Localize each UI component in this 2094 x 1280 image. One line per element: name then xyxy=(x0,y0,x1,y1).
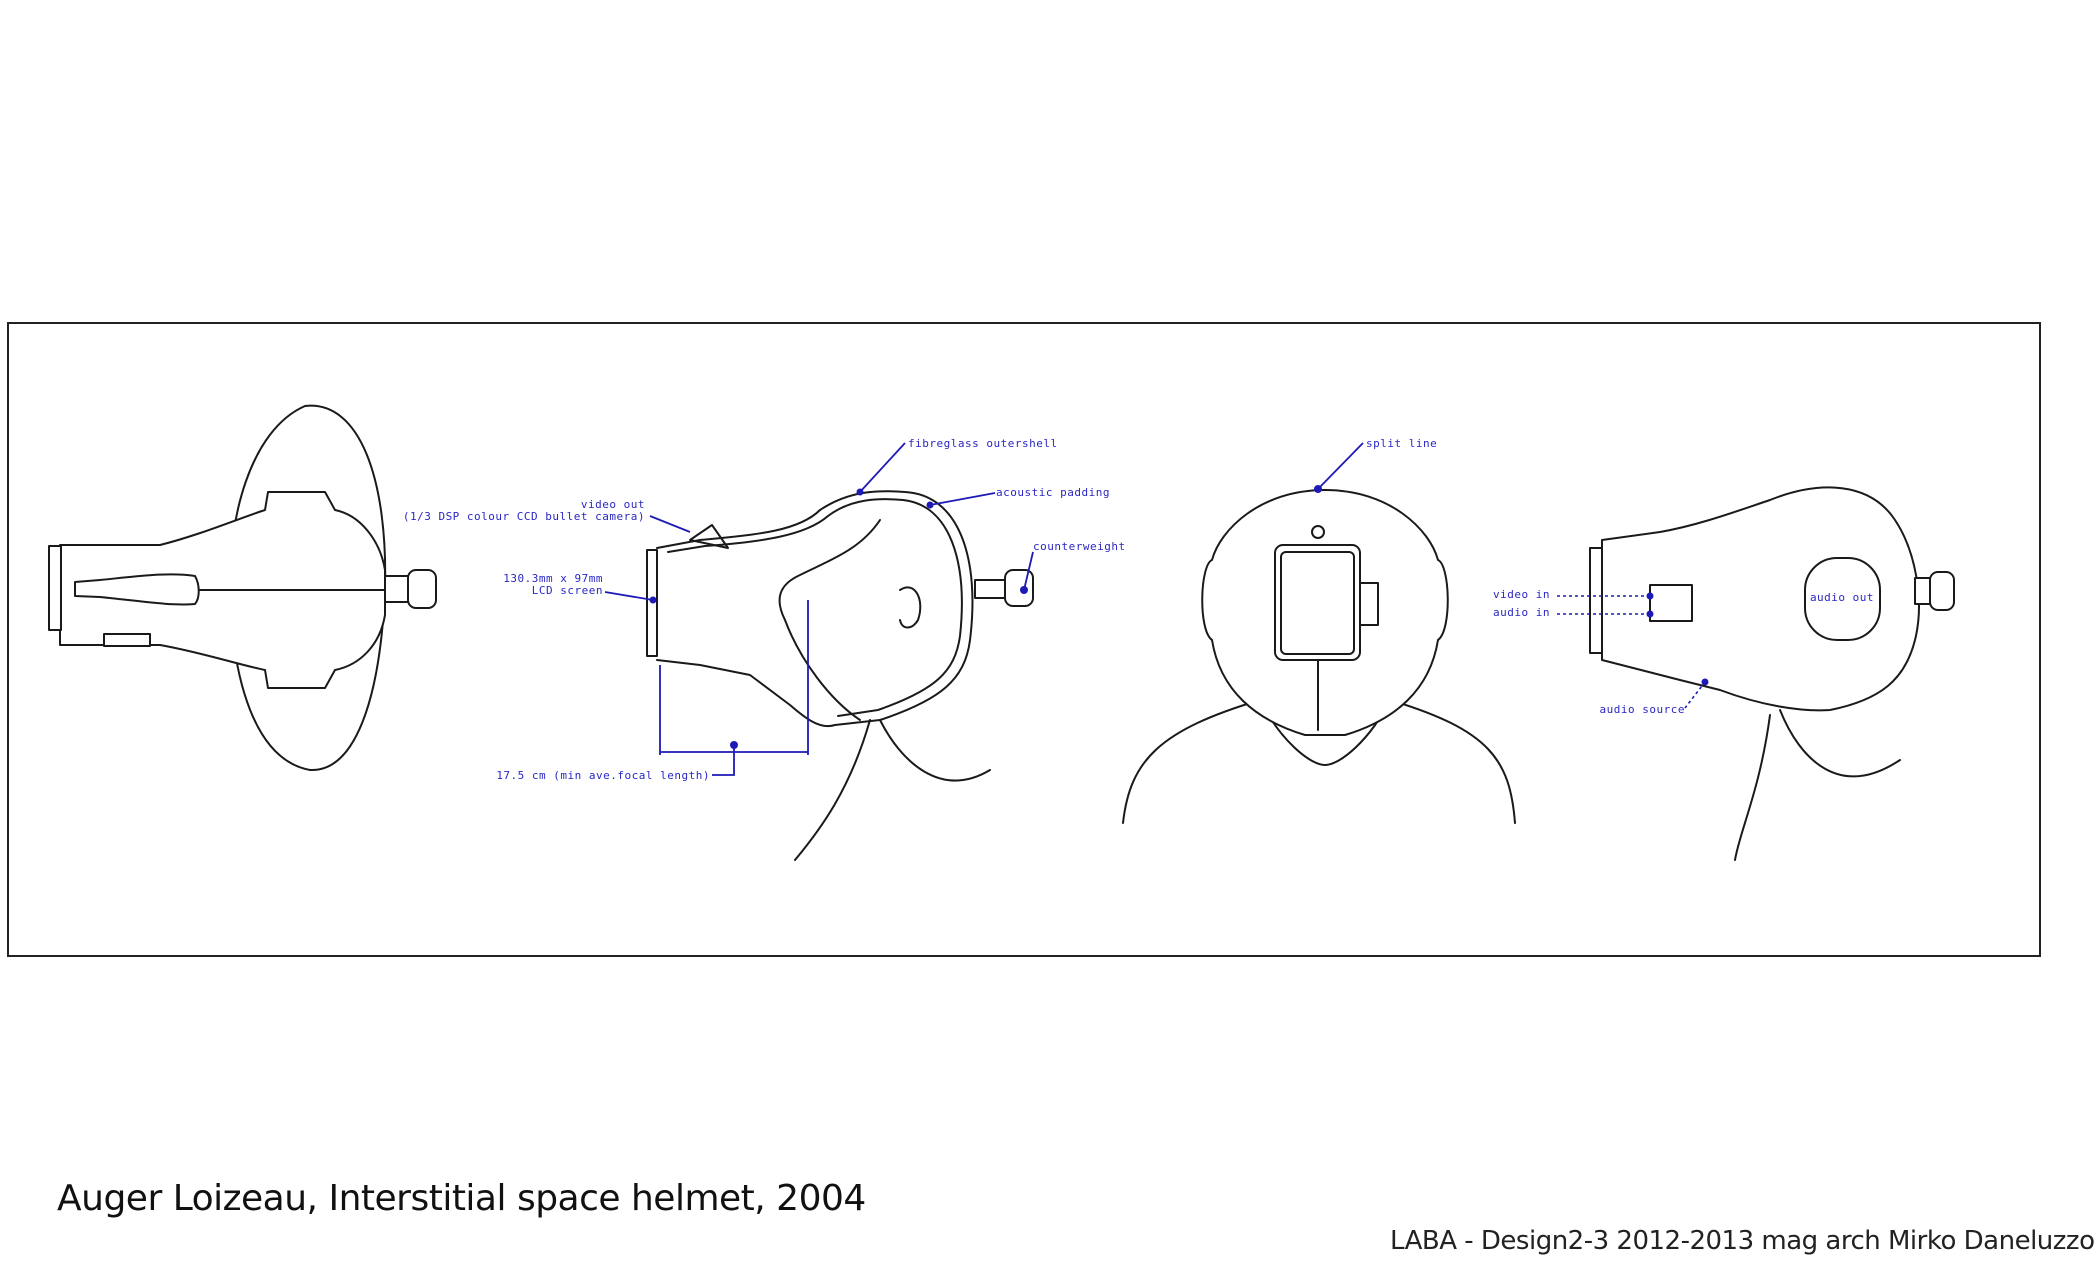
label-focal: 17.5 cm (min ave.focal length) xyxy=(496,769,710,782)
front-port xyxy=(1359,582,1379,626)
fibreglass-leader xyxy=(859,442,906,493)
label-lcd: LCD screen xyxy=(532,584,603,597)
camera-leader xyxy=(649,515,691,533)
label-audio-out: audio out xyxy=(1810,591,1874,604)
lcd-leader xyxy=(604,591,654,601)
dim-leader xyxy=(712,745,735,776)
rear-side-screen xyxy=(1589,547,1603,654)
label-counterweight: counterweight xyxy=(1033,540,1126,553)
side-ear xyxy=(899,586,922,629)
side-neck xyxy=(794,719,991,861)
credit: LABA - Design2-3 2012-2013 mag arch Mirk… xyxy=(1390,1226,2094,1256)
rear-side-connector xyxy=(1649,584,1693,622)
label-lcd-size: 130.3mm x 97mm xyxy=(503,572,603,585)
label-camera: (1/3 DSP colour CCD bullet camera) xyxy=(403,510,645,523)
side-camera xyxy=(689,524,729,549)
front-screen-frame xyxy=(1274,544,1361,661)
top-view-counterweight xyxy=(407,569,437,609)
split-leader xyxy=(1317,442,1364,490)
side-helmet-padding xyxy=(667,498,963,717)
label-fibreglass: fibreglass outershell xyxy=(908,437,1058,450)
acoustic-leader xyxy=(929,492,996,506)
top-view-screen xyxy=(48,545,62,631)
counterweight-leader xyxy=(1023,551,1034,591)
label-acoustic: acoustic padding xyxy=(996,486,1110,499)
label-audio-source: audio source xyxy=(1600,703,1685,716)
helmet-diagram: fibreglass outershell acoustic padding c… xyxy=(7,322,2041,957)
front-view xyxy=(1122,442,1516,824)
rear-side-counterweight xyxy=(1929,571,1955,611)
label-audio-in: audio in xyxy=(1493,606,1550,619)
side-head-face xyxy=(778,519,881,721)
side-counterweight xyxy=(1004,569,1034,607)
rear-side-speaker xyxy=(1804,557,1881,641)
front-camera xyxy=(1311,525,1325,539)
label-split: split line xyxy=(1366,437,1437,450)
label-video-in: video in xyxy=(1493,588,1550,601)
side-helmet-outer xyxy=(656,490,974,728)
rear-side-view xyxy=(1555,486,1955,861)
front-shoulders xyxy=(1122,699,1516,824)
top-view-camera xyxy=(74,573,200,606)
top-view-tab xyxy=(103,633,151,647)
front-screen xyxy=(1280,551,1355,655)
drawing-frame xyxy=(7,322,2041,957)
top-view xyxy=(48,404,437,772)
side-section-view xyxy=(604,442,1034,861)
caption: Auger Loizeau, Interstitial space helmet… xyxy=(57,1178,866,1219)
rear-side-neck xyxy=(1734,709,1901,861)
label-video-out: video out xyxy=(581,498,645,511)
top-view-rod xyxy=(384,575,410,603)
